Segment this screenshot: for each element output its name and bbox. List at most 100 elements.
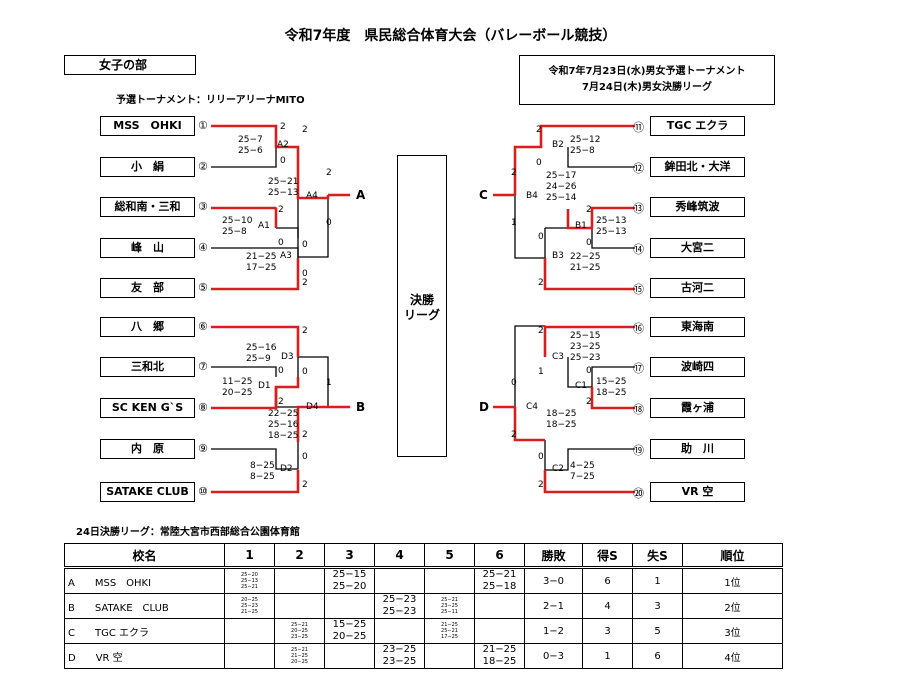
row-team-name: MSS OHKI <box>94 577 152 589</box>
score-cell: 25−21 23−25 25−11 <box>424 593 475 619</box>
score-cell <box>374 618 425 644</box>
set-count: 2 <box>586 205 592 215</box>
final-label-1: 決勝 <box>409 293 434 307</box>
team-box: 友 部 <box>100 278 195 298</box>
match-score: 25−17 24−26 25−14 <box>546 171 577 203</box>
team-box: VR 空 <box>650 482 745 502</box>
score-cell: 20−25 25−23 21−25 <box>224 593 275 619</box>
column-header: 2 <box>274 543 325 569</box>
score-cell: 25−21 20−25 23−25 <box>274 618 325 644</box>
team-cell: C TGC エクラ <box>64 618 225 644</box>
sets-won-cell: 4 <box>582 593 633 619</box>
row-team-name: VR 空 <box>95 652 123 664</box>
seed-number: ⑫ <box>633 162 644 175</box>
score-cell: 25−21 21−25 20−25 <box>274 643 325 669</box>
rank-cell: 1位 <box>682 567 783 594</box>
date-box: 令和7年7月23日(水)男女予選トーナメント 7月24日(木)男女決勝リーグ <box>519 55 775 105</box>
match-label: B3 <box>552 251 564 261</box>
team-box: SC KEN G`S <box>100 398 195 418</box>
block-label-d: D <box>479 400 489 414</box>
team-box: 霞ヶ浦 <box>650 398 745 418</box>
set-count: 1 <box>326 378 332 388</box>
match-score: 11−25 20−25 <box>222 377 253 398</box>
match-score: 25−15 23−25 25−23 <box>570 331 601 363</box>
seed-number: ⑰ <box>633 362 644 375</box>
set-count: 2 <box>326 168 332 178</box>
set-count: 2 <box>538 326 544 336</box>
team-box: 内 原 <box>100 439 195 459</box>
match-score: 22−25 21−25 <box>570 252 601 273</box>
column-header: 1 <box>224 543 275 569</box>
sets-lost-cell: 1 <box>632 567 683 594</box>
bracket-lines <box>211 124 635 494</box>
team-box: MSS OHKI <box>100 116 195 136</box>
sets-won-cell: 1 <box>582 643 633 669</box>
column-header: 勝敗 <box>524 543 583 569</box>
set-count: 0 <box>536 158 542 168</box>
match-score: 15−25 18−25 <box>596 377 627 398</box>
team-box: 古河二 <box>650 278 745 298</box>
table-row: B SATAKE CLUB 20−25 25−23 21−25 25−23 25… <box>64 593 783 619</box>
team-box: SATAKE CLUB <box>100 482 195 502</box>
match-label: C1 <box>575 381 588 391</box>
seed-number: ② <box>198 160 208 173</box>
date-line-1: 令和7年7月23日(水)男女予選トーナメント <box>548 66 746 77</box>
league-venue-label: 24日決勝リーグ：常陸大宮市西部総合公園体育館 <box>76 527 300 538</box>
seed-number: ④ <box>198 241 208 254</box>
set-count: 2 <box>302 278 308 288</box>
score-cell: 25−23 25−23 <box>374 593 425 619</box>
sets-won-cell: 6 <box>582 567 633 594</box>
team-box: TGC エクラ <box>650 116 745 136</box>
seed-number: ⑩ <box>198 485 208 498</box>
win-loss-cell: 3−0 <box>524 567 583 594</box>
set-count: 0 <box>302 269 308 279</box>
match-score: 4−25 7−25 <box>570 461 595 482</box>
set-count: 0 <box>302 452 308 462</box>
venue-label: 予選トーナメント：リリーアリーナMITO <box>116 95 305 106</box>
final-label-2: リーグ <box>403 308 440 322</box>
block-label-a: A <box>356 188 366 202</box>
match-score: 25−10 25−8 <box>222 216 253 237</box>
team-cell: D VR 空 <box>64 643 225 669</box>
match-score: 21−25 17−25 <box>246 252 277 273</box>
match-score: 18−25 18−25 <box>546 409 577 430</box>
set-count: 2 <box>302 125 308 135</box>
column-header: 失S <box>632 543 683 569</box>
score-cell <box>474 593 525 619</box>
set-count: 1 <box>511 218 517 228</box>
seed-number: ⑧ <box>198 401 208 414</box>
team-cell: B SATAKE CLUB <box>64 593 225 619</box>
table-row: A MSS OHKI 25−20 25−13 25−21 25−15 25−20… <box>64 567 783 594</box>
score-cell <box>224 618 275 644</box>
score-cell <box>274 567 325 594</box>
set-count: 2 <box>511 430 517 440</box>
set-count: 0 <box>538 452 544 462</box>
row-letter: D <box>68 652 76 664</box>
set-count: 0 <box>302 240 308 250</box>
score-cell: 15−25 20−25 <box>324 618 375 644</box>
match-score: 25−12 25−8 <box>570 135 601 156</box>
seed-number: ⑳ <box>633 487 644 500</box>
match-score: 25−21 25−13 <box>268 177 299 198</box>
row-letter: C <box>68 627 75 639</box>
seed-number: ③ <box>198 200 208 213</box>
team-box: 八 郷 <box>100 317 195 337</box>
sets-won-cell: 3 <box>582 618 633 644</box>
block-label-c: C <box>479 188 488 202</box>
column-header: 3 <box>324 543 375 569</box>
column-header: 得S <box>582 543 633 569</box>
set-count: 2 <box>278 397 284 407</box>
seed-number: ⑨ <box>198 442 208 455</box>
set-count: 2 <box>302 430 308 440</box>
score-cell: 23−25 23−25 <box>374 643 425 669</box>
section-label: 女子の部 <box>64 55 196 75</box>
row-team-name: SATAKE CLUB <box>94 602 169 614</box>
set-count: 0 <box>280 156 286 166</box>
seed-number: ⑤ <box>198 281 208 294</box>
match-score: 25−16 25−9 <box>246 343 277 364</box>
set-count: 0 <box>326 218 332 228</box>
set-count: 0 <box>538 232 544 242</box>
column-header: 順位 <box>682 543 783 569</box>
score-cell <box>324 643 375 669</box>
sets-lost-cell: 3 <box>632 593 683 619</box>
